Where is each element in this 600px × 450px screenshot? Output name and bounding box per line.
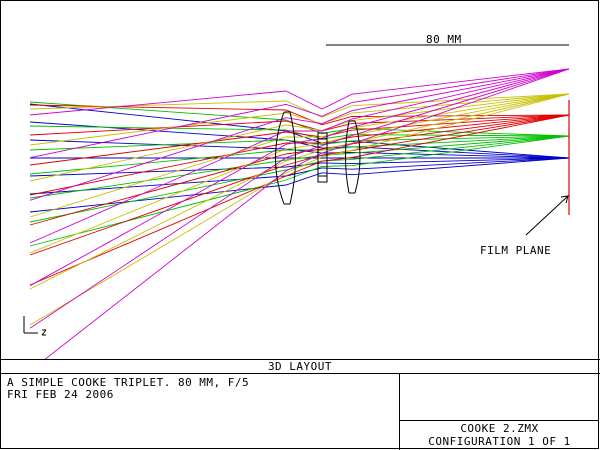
ray-bundles [29, 68, 570, 360]
ray [29, 93, 570, 254]
lens-file-name: COOKE 2.ZMX [460, 422, 539, 435]
ray [29, 68, 570, 159]
ray [29, 114, 570, 136]
footer-title-divider [0, 373, 600, 374]
layout-date: FRI FEB 24 2006 [7, 388, 114, 401]
ray [29, 68, 570, 116]
ray-bundle-5 [29, 68, 570, 360]
rear-lens-element [345, 120, 361, 194]
ray [29, 104, 570, 126]
ray [29, 93, 570, 118]
ray [29, 93, 570, 182]
footer-vertical-divider [399, 373, 400, 450]
lens-elements [275, 111, 361, 205]
ray [29, 93, 570, 290]
scale-bar-label: 80 MM [426, 33, 462, 46]
ray [29, 93, 570, 326]
ray [29, 68, 570, 329]
ray [29, 135, 570, 247]
ray [29, 114, 570, 196]
optical-layout-plot [23, 44, 570, 360]
layout-title: 3D LAYOUT [267, 360, 333, 373]
axis-indicator-icon [23, 316, 47, 336]
ray [29, 157, 570, 213]
configuration-label: CONFIGURATION 1 OF 1 [428, 435, 571, 448]
ray [29, 114, 570, 256]
front-lens-element [275, 111, 296, 205]
ray [29, 68, 570, 201]
film-plane-leader-arrow [525, 195, 569, 236]
middle-lens-element [317, 132, 328, 183]
system-description: A SIMPLE COOKE TRIPLET. 80 MM, F/5 [7, 376, 250, 389]
ray-bundle-3 [29, 104, 570, 286]
ray [29, 93, 570, 218]
ray [29, 121, 570, 159]
footer-top-divider [0, 359, 600, 360]
ray [43, 68, 570, 360]
ray [29, 68, 570, 244]
ray [29, 157, 570, 195]
ray-bundle-4 [29, 93, 570, 326]
ray [29, 157, 570, 177]
ray [29, 114, 570, 286]
film-plane-label: FILM PLANE [480, 244, 552, 257]
ray [29, 68, 570, 287]
footer-info-divider [399, 420, 599, 421]
ray [29, 114, 570, 226]
